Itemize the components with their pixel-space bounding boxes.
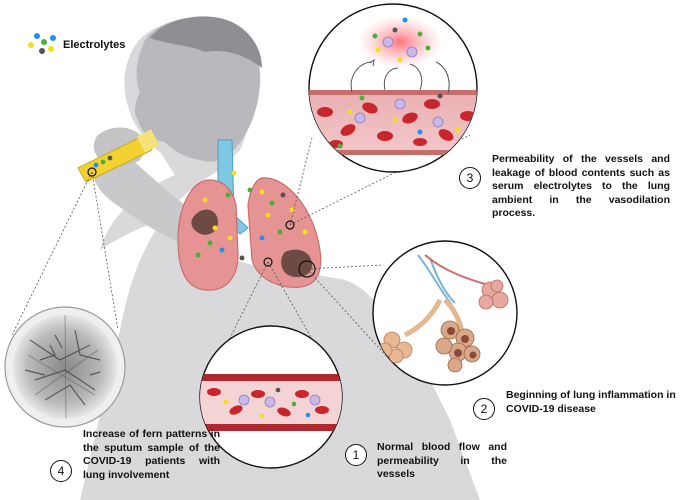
- legend-dots: [28, 33, 56, 54]
- panel-petri-dish: [5, 307, 125, 427]
- legend-dot-blue-2: [50, 35, 56, 41]
- step-3-text: Permeability of the vessels and leakage …: [492, 153, 670, 221]
- legend-dot-yellow-2: [48, 46, 54, 52]
- panel-alveoli: [373, 241, 517, 385]
- legend-label: Electrolytes: [63, 39, 125, 51]
- legend-dot-yellow: [28, 42, 34, 48]
- panel-vessel-leakage: [305, 4, 485, 172]
- legend-dot-blue: [34, 33, 40, 39]
- step-2-text: Beginning of lung inflammation in COVID-…: [506, 389, 681, 416]
- legend-dot-grey: [39, 48, 45, 54]
- step-1-text: Normal blood flow and permeability in th…: [377, 441, 507, 482]
- step-4-number: 4: [50, 460, 72, 482]
- step-4-text: Increase of fern patterns in the sputum …: [83, 428, 220, 482]
- step-3-number: 3: [459, 167, 481, 189]
- step-2-number: 2: [473, 398, 495, 420]
- legend-dot-green: [41, 39, 47, 45]
- step-1-number: 1: [345, 444, 367, 466]
